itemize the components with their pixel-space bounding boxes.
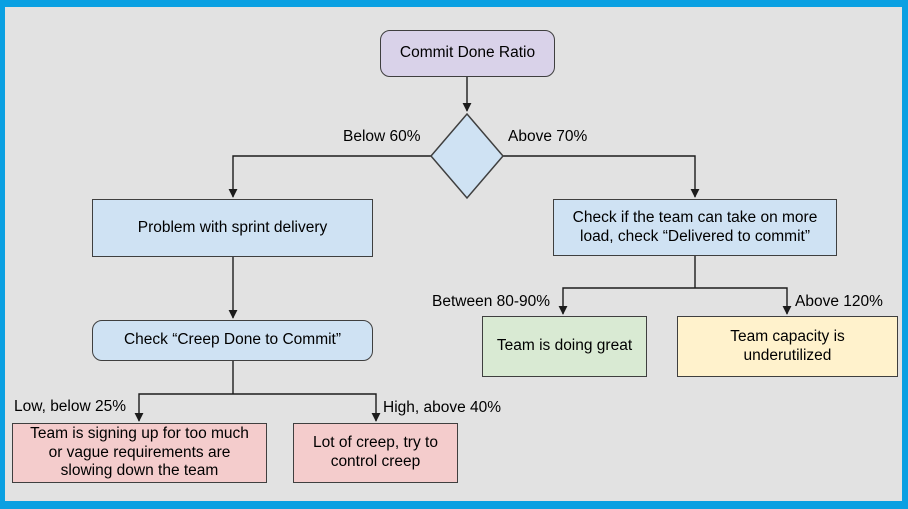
node-check-creep-done-to-commit: Check “Creep Done to Commit” (92, 320, 373, 361)
edge-label-above-120: Above 120% (795, 293, 883, 310)
node-team-doing-great: Team is doing great (482, 316, 647, 377)
edge-label-above-70: Above 70% (508, 128, 588, 145)
edge-label-below-60: Below 60% (343, 128, 421, 145)
edge-label-between-80-90: Between 80-90% (432, 293, 551, 310)
edge-label-high-above-40: High, above 40% (383, 399, 502, 416)
node-problem-sprint-delivery: Problem with sprint delivery (92, 199, 373, 257)
node-team-capacity-underutilized: Team capacity is underutilized (677, 316, 898, 377)
edge-label-low-below-25: Low, below 25% (14, 398, 127, 415)
node-team-overcommitting: Team is signing up for too much or vague… (12, 423, 267, 483)
node-commit-done-ratio: Commit Done Ratio (380, 30, 555, 77)
node-lot-of-creep: Lot of creep, try to control creep (293, 423, 458, 483)
node-check-take-more-load: Check if the team can take on more load,… (553, 199, 837, 256)
